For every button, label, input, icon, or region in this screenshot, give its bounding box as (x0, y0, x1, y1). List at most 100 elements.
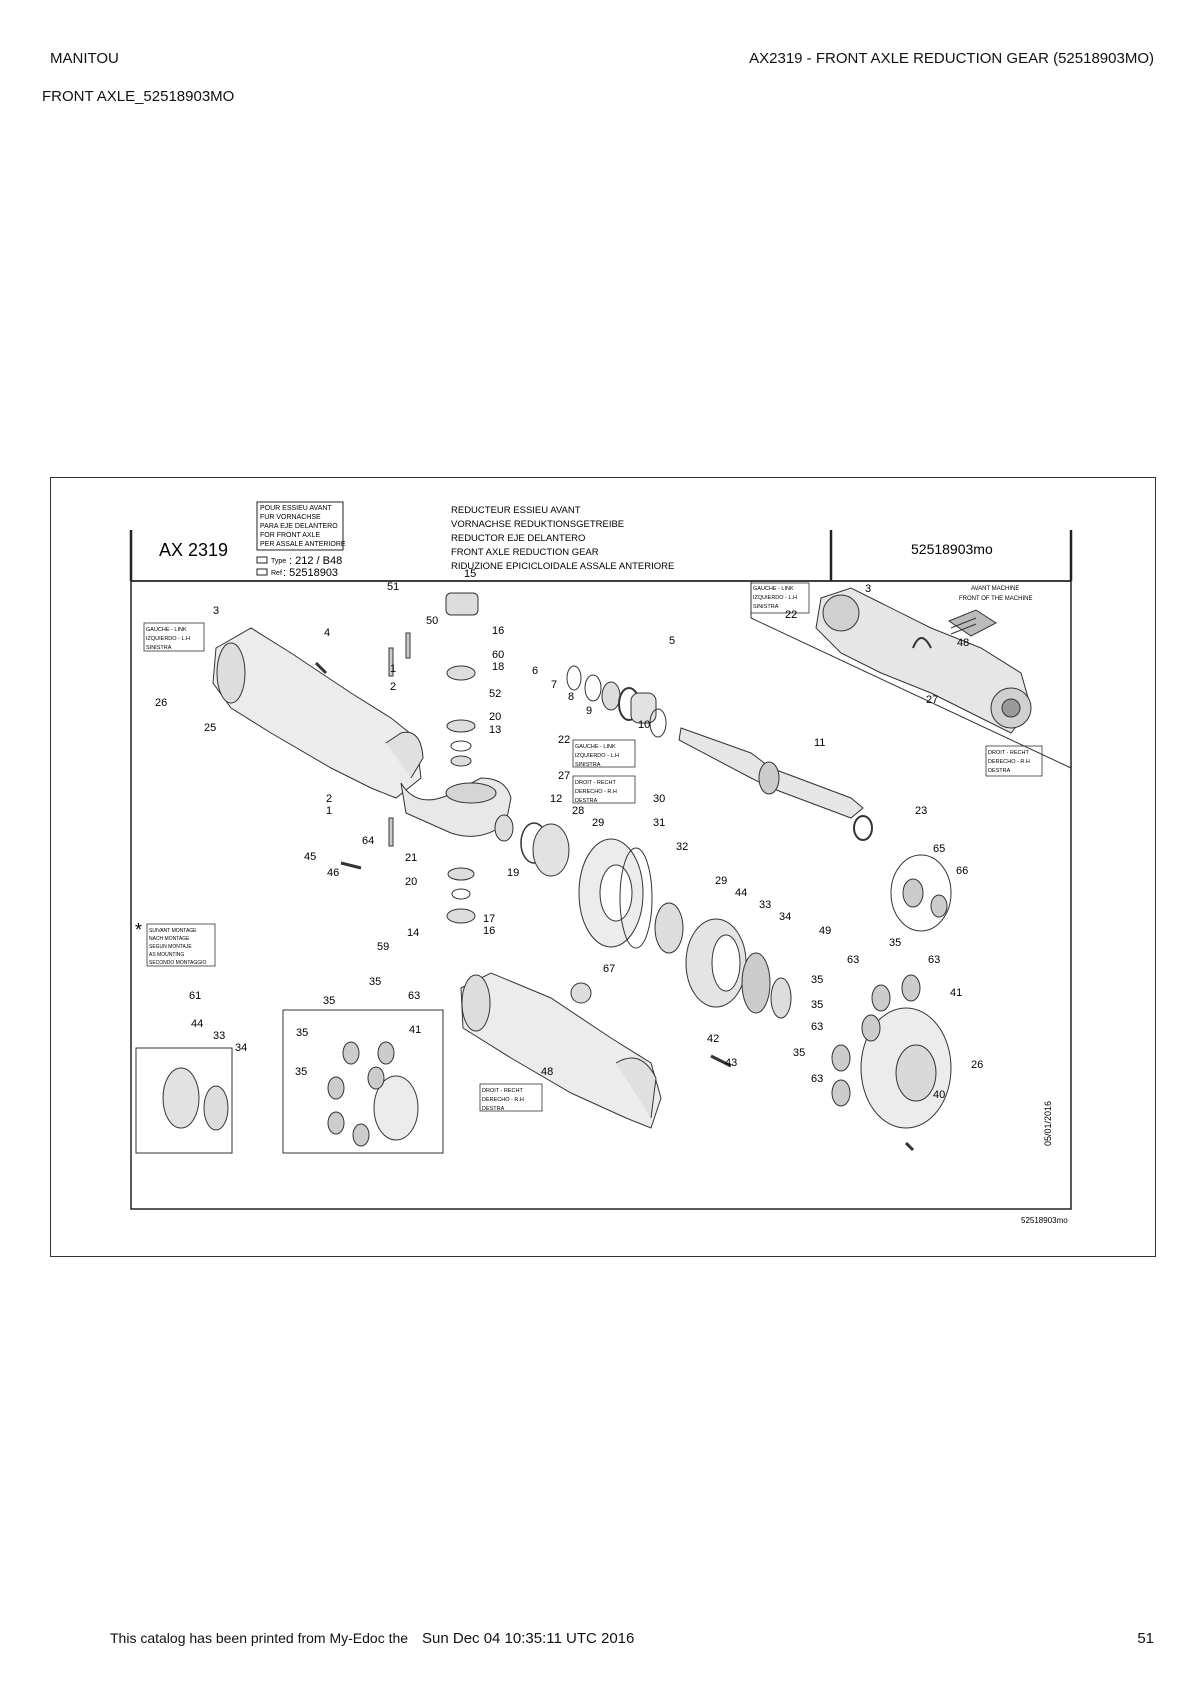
right-housing-note-line: DESTRA (482, 1106, 505, 1112)
left-housing-note-line: GAUCHE - LINK (146, 627, 187, 633)
part-callout-label: 26 (155, 697, 167, 709)
front-note-line: FRONT OF THE MACHINE (959, 596, 1032, 602)
part-callout-label: 16 (492, 625, 504, 637)
part-callout-label: 3 (213, 605, 219, 617)
part-callout-label: 65 (933, 843, 945, 855)
part-callout-label: 50 (426, 615, 438, 627)
part-callout-label: 59 (377, 941, 389, 953)
diagram-footer-ref: 52518903mo (1021, 1216, 1068, 1225)
applies-to-line: PER ASSALE ANTERIORE (260, 541, 346, 548)
part-callout-label: 26 (971, 1059, 983, 1071)
part-callout-label: 35 (296, 1027, 308, 1039)
ref-value: : 52518903 (283, 567, 338, 579)
document-subtitle: FRONT AXLE_52518903MO (42, 88, 235, 105)
type-label: Type (271, 558, 286, 565)
left-housing-note-line: SINISTRA (146, 645, 172, 651)
type-value: : 212 / B48 (289, 555, 342, 567)
part-callout-label: 63 (408, 990, 420, 1002)
part-callout-label: 42 (707, 1033, 719, 1045)
part-callout-label: 32 (676, 841, 688, 853)
mounting-note-line: SECONDO MONTAGGIO (149, 960, 207, 966)
applies-to-line: PARA EJE DELANTERO (260, 523, 338, 530)
part-callout-label: 49 (819, 925, 831, 937)
part-callout-label: 67 (603, 963, 615, 975)
inset-note-left-line: IZQUIERDO - L.H (753, 595, 797, 601)
part-callout-label: 34 (235, 1042, 247, 1054)
front-of-machine-note: AVANT MACHINE FRONT OF THE MACHINE (959, 586, 1032, 602)
mounting-asterisk: * (135, 920, 142, 940)
part-callout-label: 45 (304, 851, 316, 863)
applies-to-block: POUR ESSIEU AVANT FUR VORNACHSE PARA EJE… (260, 505, 346, 548)
part-callout-label: 46 (327, 867, 339, 879)
mounting-note: SUIVANT MONTAGE NACH MONTAGE SEGUN MONTA… (149, 928, 207, 966)
part-drawings (162, 592, 952, 1152)
part-callout-label: 28 (572, 805, 584, 817)
part-callout-label: 35 (369, 976, 381, 988)
inset-note-right-line: DERECHO - R.H (988, 759, 1030, 765)
applies-to-line: POUR ESSIEU AVANT (260, 505, 332, 512)
right-housing-note-line: DROIT - RECHT (482, 1088, 523, 1094)
part-callout-label: 1 (326, 805, 332, 817)
part22-note-line: SINISTRA (575, 762, 601, 768)
part27-note: DROIT - RECHT DERECHO - R.H DESTRA (575, 780, 617, 804)
part-callout-label: 23 (915, 805, 927, 817)
part-callout-label: 33 (759, 899, 771, 911)
part-callout-label: 20 (405, 876, 417, 888)
part-callout-label: 35 (323, 995, 335, 1007)
part-callout-label: 63 (847, 954, 859, 966)
part-callout-label: 7 (551, 679, 557, 691)
part-callout-label: 2 (326, 793, 332, 805)
part-callout-label: 35 (811, 999, 823, 1011)
part-callout-label: 48 (957, 637, 969, 649)
inset-note-right-line: DROIT - RECHT (988, 750, 1029, 756)
part27-note-line: DROIT - RECHT (575, 780, 616, 786)
left-housing-note-line: IZQUIERDO - L.H (146, 636, 190, 642)
inset-note-left-line: GAUCHE - LINK (753, 586, 794, 592)
diagram-ref-number: 52518903mo (911, 541, 993, 557)
part-callout-label: 63 (811, 1073, 823, 1085)
part-callout-label: 16 (483, 925, 495, 937)
part-callout-label: 63 (928, 954, 940, 966)
part-callout-label: 52 (489, 688, 501, 700)
part-callout-label: 27 (558, 770, 570, 782)
part27-note-line: DERECHO - R.H (575, 789, 617, 795)
diagram-date: 05/01/2016 (1043, 1101, 1053, 1146)
part-callout-label: 63 (811, 1021, 823, 1033)
part-callout-label: 14 (407, 927, 419, 939)
part-callout-label: 9 (586, 705, 592, 717)
part27-note-line: DESTRA (575, 798, 598, 804)
diagram-title-line: REDUCTEUR ESSIEU AVANT (451, 505, 581, 516)
right-housing-note: DROIT - RECHT DERECHO - R.H DESTRA (482, 1088, 524, 1112)
part-callout-label: 17 (483, 913, 495, 925)
part-callout-label: 34 (779, 911, 791, 923)
part22-note-line: GAUCHE - LINK (575, 744, 616, 750)
mounting-note-line: NACH MONTAGE (149, 936, 190, 942)
ref-label: Ref (271, 570, 282, 577)
inset-note-left: GAUCHE - LINK IZQUIERDO - L.H SINISTRA (753, 586, 797, 610)
part-callout-label: 33 (213, 1030, 225, 1042)
part-callout-label: 27 (926, 694, 938, 706)
part-callout-label: 51 (387, 581, 399, 593)
exploded-parts-diagram: AX 2319 52518903mo POUR ESSIEU AVANT FUR… (129, 501, 1073, 1225)
part-callout-label: 29 (592, 817, 604, 829)
part-callout-label: 5 (669, 635, 675, 647)
diagram-titles: REDUCTEUR ESSIEU AVANT VORNACHSE REDUKTI… (451, 505, 674, 572)
applies-to-line: FUR VORNACHSE (260, 514, 321, 521)
part-callout-label: 43 (725, 1057, 737, 1069)
page-number: 51 (1137, 1630, 1154, 1647)
left-housing-note: GAUCHE - LINK IZQUIERDO - L.H SINISTRA (146, 627, 190, 651)
part-callout-label: 20 (489, 711, 501, 723)
part22-note-line: IZQUIERDO - L.H (575, 753, 619, 759)
part-callout-label: 3 (865, 583, 871, 595)
part-callout-label: 13 (489, 724, 501, 736)
part-callout-label: 6 (532, 665, 538, 677)
part-callout-label: 41 (409, 1024, 421, 1036)
part-callout-label: 19 (507, 867, 519, 879)
part-callout-label: 4 (324, 627, 330, 639)
part-callout-label: 66 (956, 865, 968, 877)
part-callout-label: 35 (811, 974, 823, 986)
part-callout-label: 25 (204, 722, 216, 734)
diagram-title-line: FRONT AXLE REDUCTION GEAR (451, 547, 599, 558)
diagram-code: AX 2319 (159, 540, 228, 560)
catalog-footer-text: This catalog has been printed from My-Ed… (110, 1630, 409, 1646)
